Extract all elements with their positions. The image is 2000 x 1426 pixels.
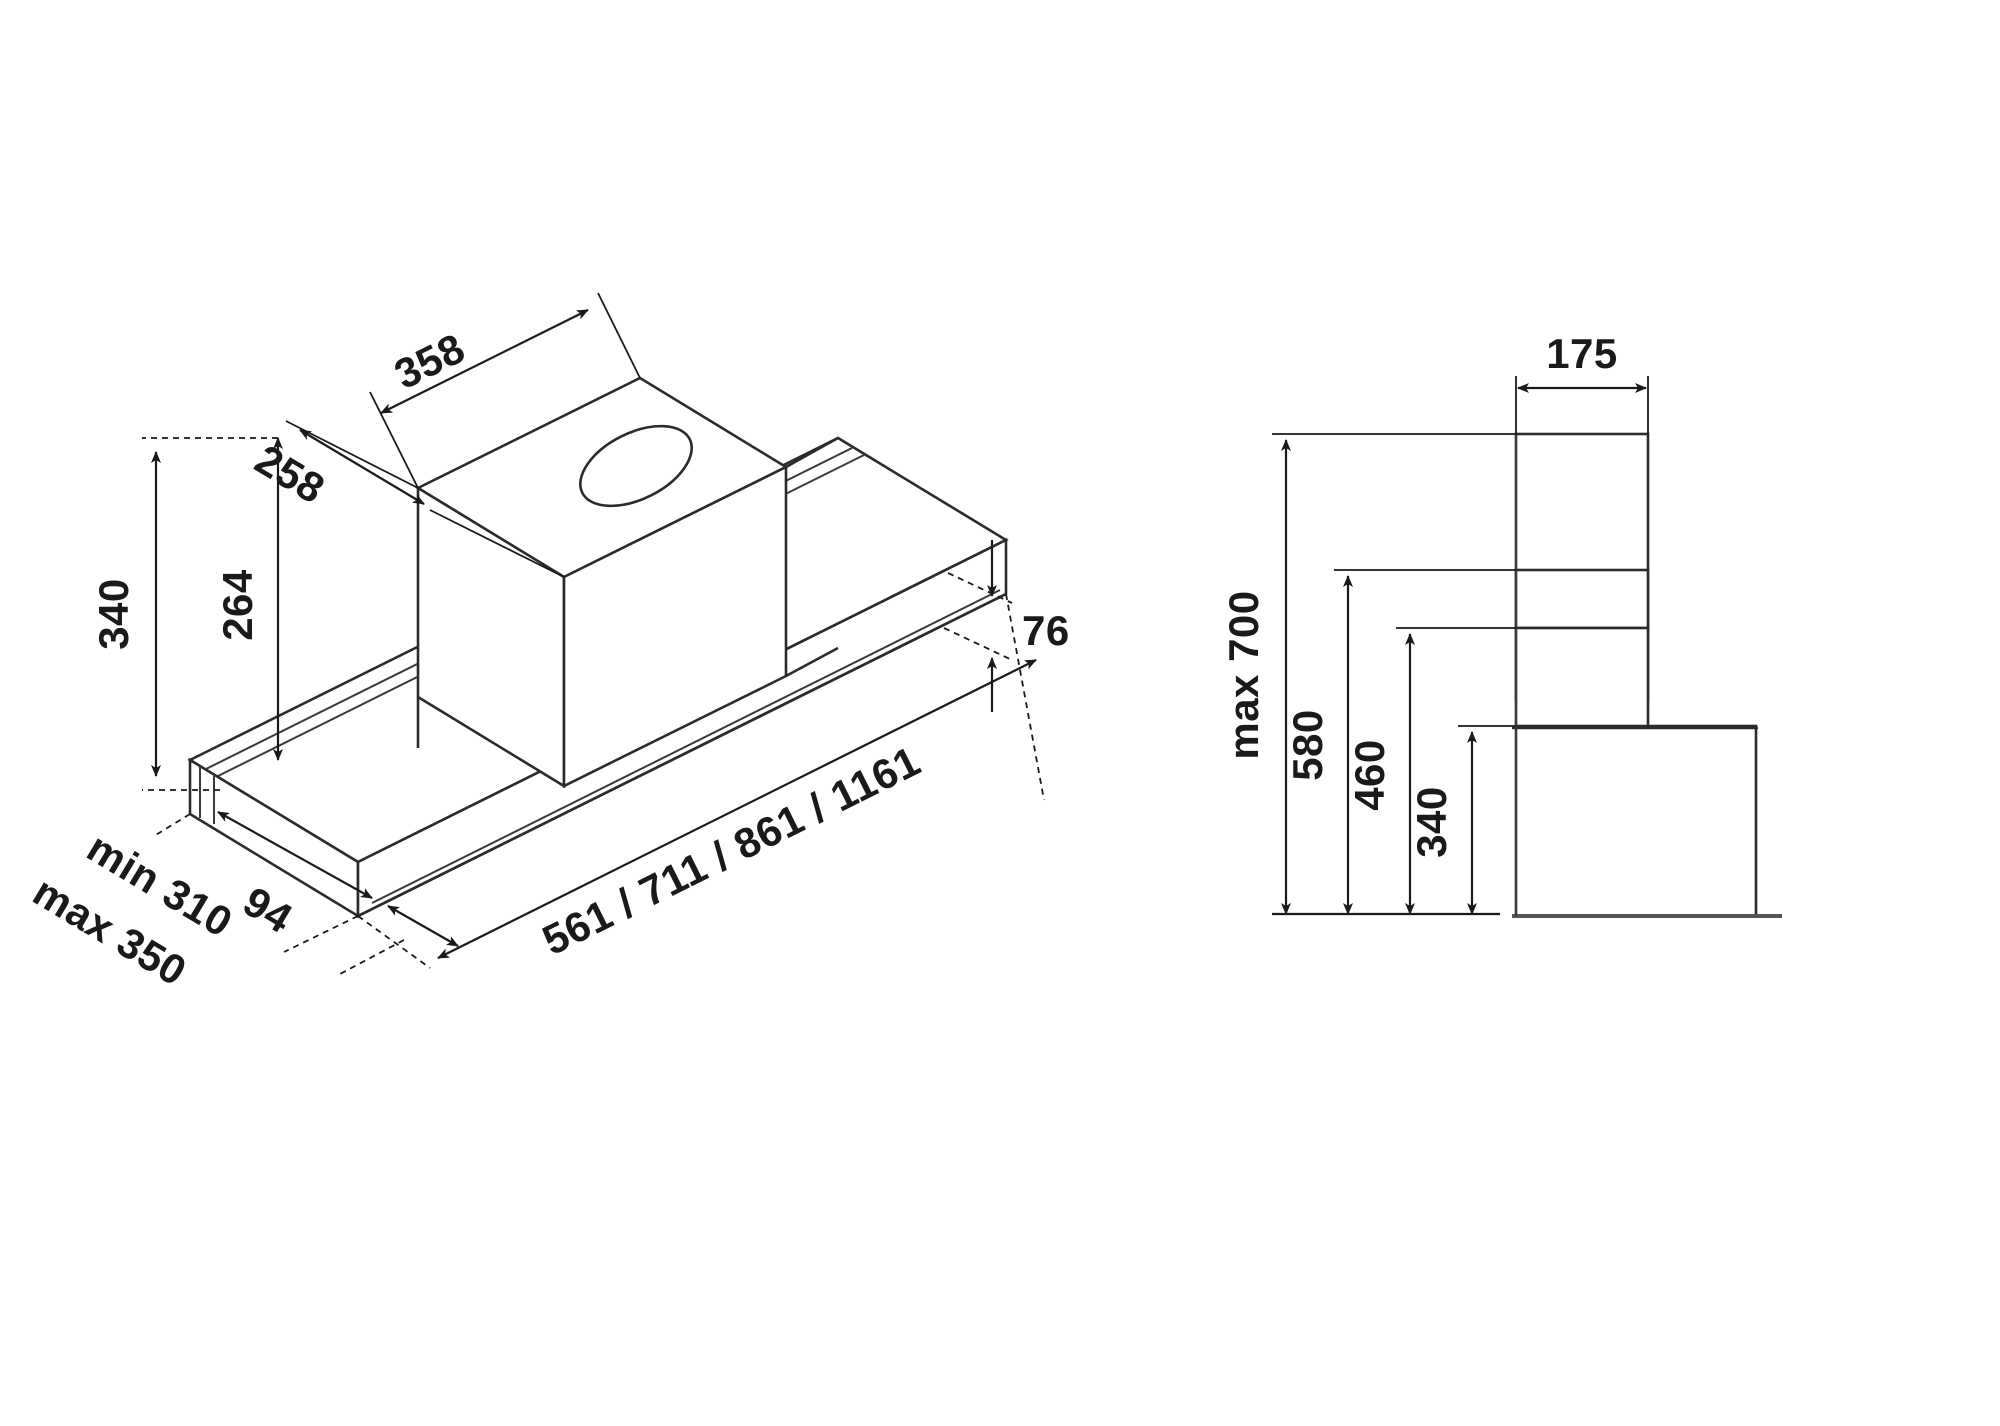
dim-line-min310	[217, 811, 373, 899]
ext-depth-b	[283, 915, 359, 953]
flange-top-edge	[785, 436, 839, 469]
dimension-max700: max 700	[1220, 433, 1516, 915]
dimension-label-358: 358	[387, 324, 472, 398]
dimension-label-340-side: 340	[1408, 786, 1455, 858]
dimension-label-258: 258	[247, 435, 333, 512]
ext-76-bottom	[943, 627, 1013, 661]
dim-line-258	[299, 429, 425, 505]
side-elevation-view: 175 max 700 580 460 340	[1220, 330, 1782, 918]
dimension-label-460: 460	[1346, 739, 1393, 811]
dimension-264: 264	[214, 437, 283, 761]
dim-line-94	[387, 905, 459, 947]
ext-depth-a	[153, 813, 191, 837]
dimension-label-max700: max 700	[1220, 590, 1267, 759]
dimension-340-side: 340	[1408, 725, 1516, 915]
dimension-340-iso: 340	[90, 437, 278, 791]
ext-depth-c	[339, 939, 405, 975]
dimension-175: 175	[1515, 330, 1649, 434]
ext-258-bottom	[429, 509, 565, 578]
isometric-view: 358 258 264 340 76	[25, 292, 1070, 995]
ext-358-right	[597, 292, 641, 379]
dimension-label-580: 580	[1284, 709, 1331, 781]
dim-line-358	[380, 309, 589, 414]
dimension-460: 460	[1346, 627, 1516, 915]
ext-width-left	[357, 915, 431, 969]
dimension-label-94: 94	[235, 877, 300, 942]
chimney-middle-band	[1514, 568, 1650, 630]
air-outlet-circle-icon	[579, 424, 693, 508]
dimension-label-175: 175	[1546, 330, 1618, 377]
dimension-label-264: 264	[214, 569, 261, 641]
hood-body-block	[1514, 724, 1758, 918]
dimension-580: 580	[1284, 569, 1516, 915]
chimney-lower-section	[1514, 626, 1650, 730]
dimension-label-340-iso: 340	[90, 578, 137, 650]
dimension-label-76: 76	[1022, 607, 1070, 654]
ext-76-top	[947, 572, 1013, 604]
dim-line-widths	[437, 659, 1037, 959]
